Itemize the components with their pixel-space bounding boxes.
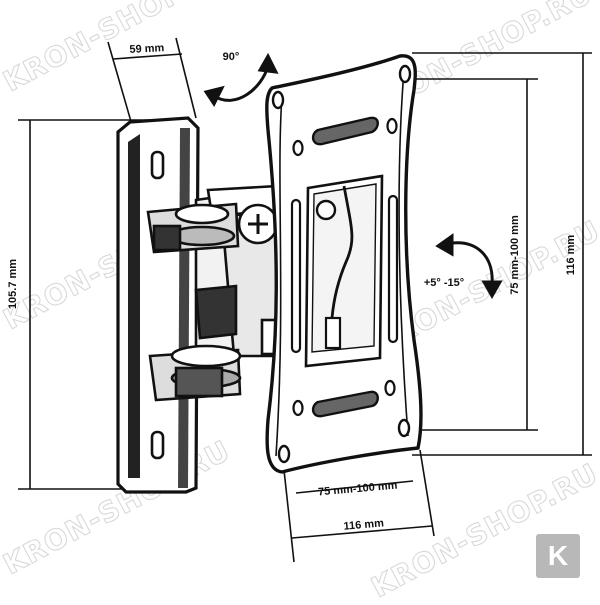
wall-slot-bottom bbox=[150, 430, 165, 460]
brand-logo: K bbox=[536, 534, 580, 578]
vesa-vertical-label: 75 mm-100 mm bbox=[509, 215, 521, 295]
wall-plate-height-label: 105.7 mm bbox=[7, 259, 19, 309]
wall-slot-top bbox=[150, 150, 165, 180]
brand-logo-letter: K bbox=[547, 540, 569, 571]
vesa-plate bbox=[265, 54, 423, 474]
plate-width-label: 116 mm bbox=[343, 517, 384, 532]
swivel-arrow bbox=[203, 52, 279, 107]
vesa-horizontal-label: 75 mm-100 mm bbox=[318, 480, 398, 499]
top-dimension-lines bbox=[107, 37, 197, 126]
right-dimension-lines bbox=[412, 52, 592, 456]
bottom-dimension-lines bbox=[283, 449, 435, 563]
plate-height-label: 116 mm bbox=[565, 235, 577, 276]
watermark-text: KRON-SHOP.RU bbox=[0, 0, 236, 98]
swivel-angle-label: 90° bbox=[223, 51, 240, 63]
arm-width-label: 59 mm bbox=[129, 42, 165, 56]
tilt-range-label: +5° -15° bbox=[424, 277, 464, 289]
wall-plate bbox=[116, 116, 200, 494]
tilt-arrow bbox=[435, 233, 503, 300]
